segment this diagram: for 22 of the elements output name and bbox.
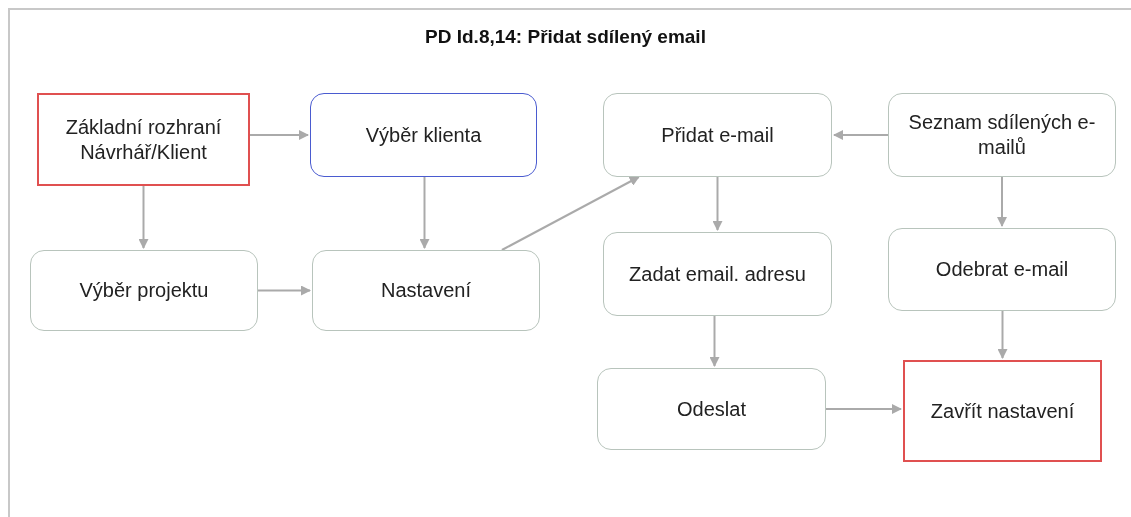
arrow — [997, 176, 1007, 227]
arrow — [419, 176, 430, 249]
process-box: Zadat email. adresu — [603, 232, 832, 316]
arrow — [997, 310, 1008, 359]
diagram-title: PD Id.8,14: Přidat sdílený email — [424, 26, 707, 48]
arrow — [709, 315, 720, 367]
arrow — [249, 130, 309, 140]
arrow — [257, 285, 311, 296]
process-box: Odeslat — [597, 368, 826, 450]
process-box: Seznam sdílených e-mailů — [888, 93, 1116, 177]
arrow — [500, 176, 640, 251]
process-box: Nastavení — [312, 250, 540, 331]
process-box: Přidat e-mail — [603, 93, 832, 177]
process-box: Odebrat e-mail — [888, 228, 1116, 311]
arrow — [712, 176, 723, 231]
process-box: Výběr klienta — [310, 93, 537, 177]
process-box: Výběr projektu — [30, 250, 258, 331]
process-box: Zavřít nastavení — [903, 360, 1102, 462]
arrow — [825, 404, 902, 414]
arrow — [833, 130, 889, 140]
arrow — [138, 185, 149, 249]
process-box: Základní rozhraní Návrhář/Klient — [37, 93, 250, 186]
